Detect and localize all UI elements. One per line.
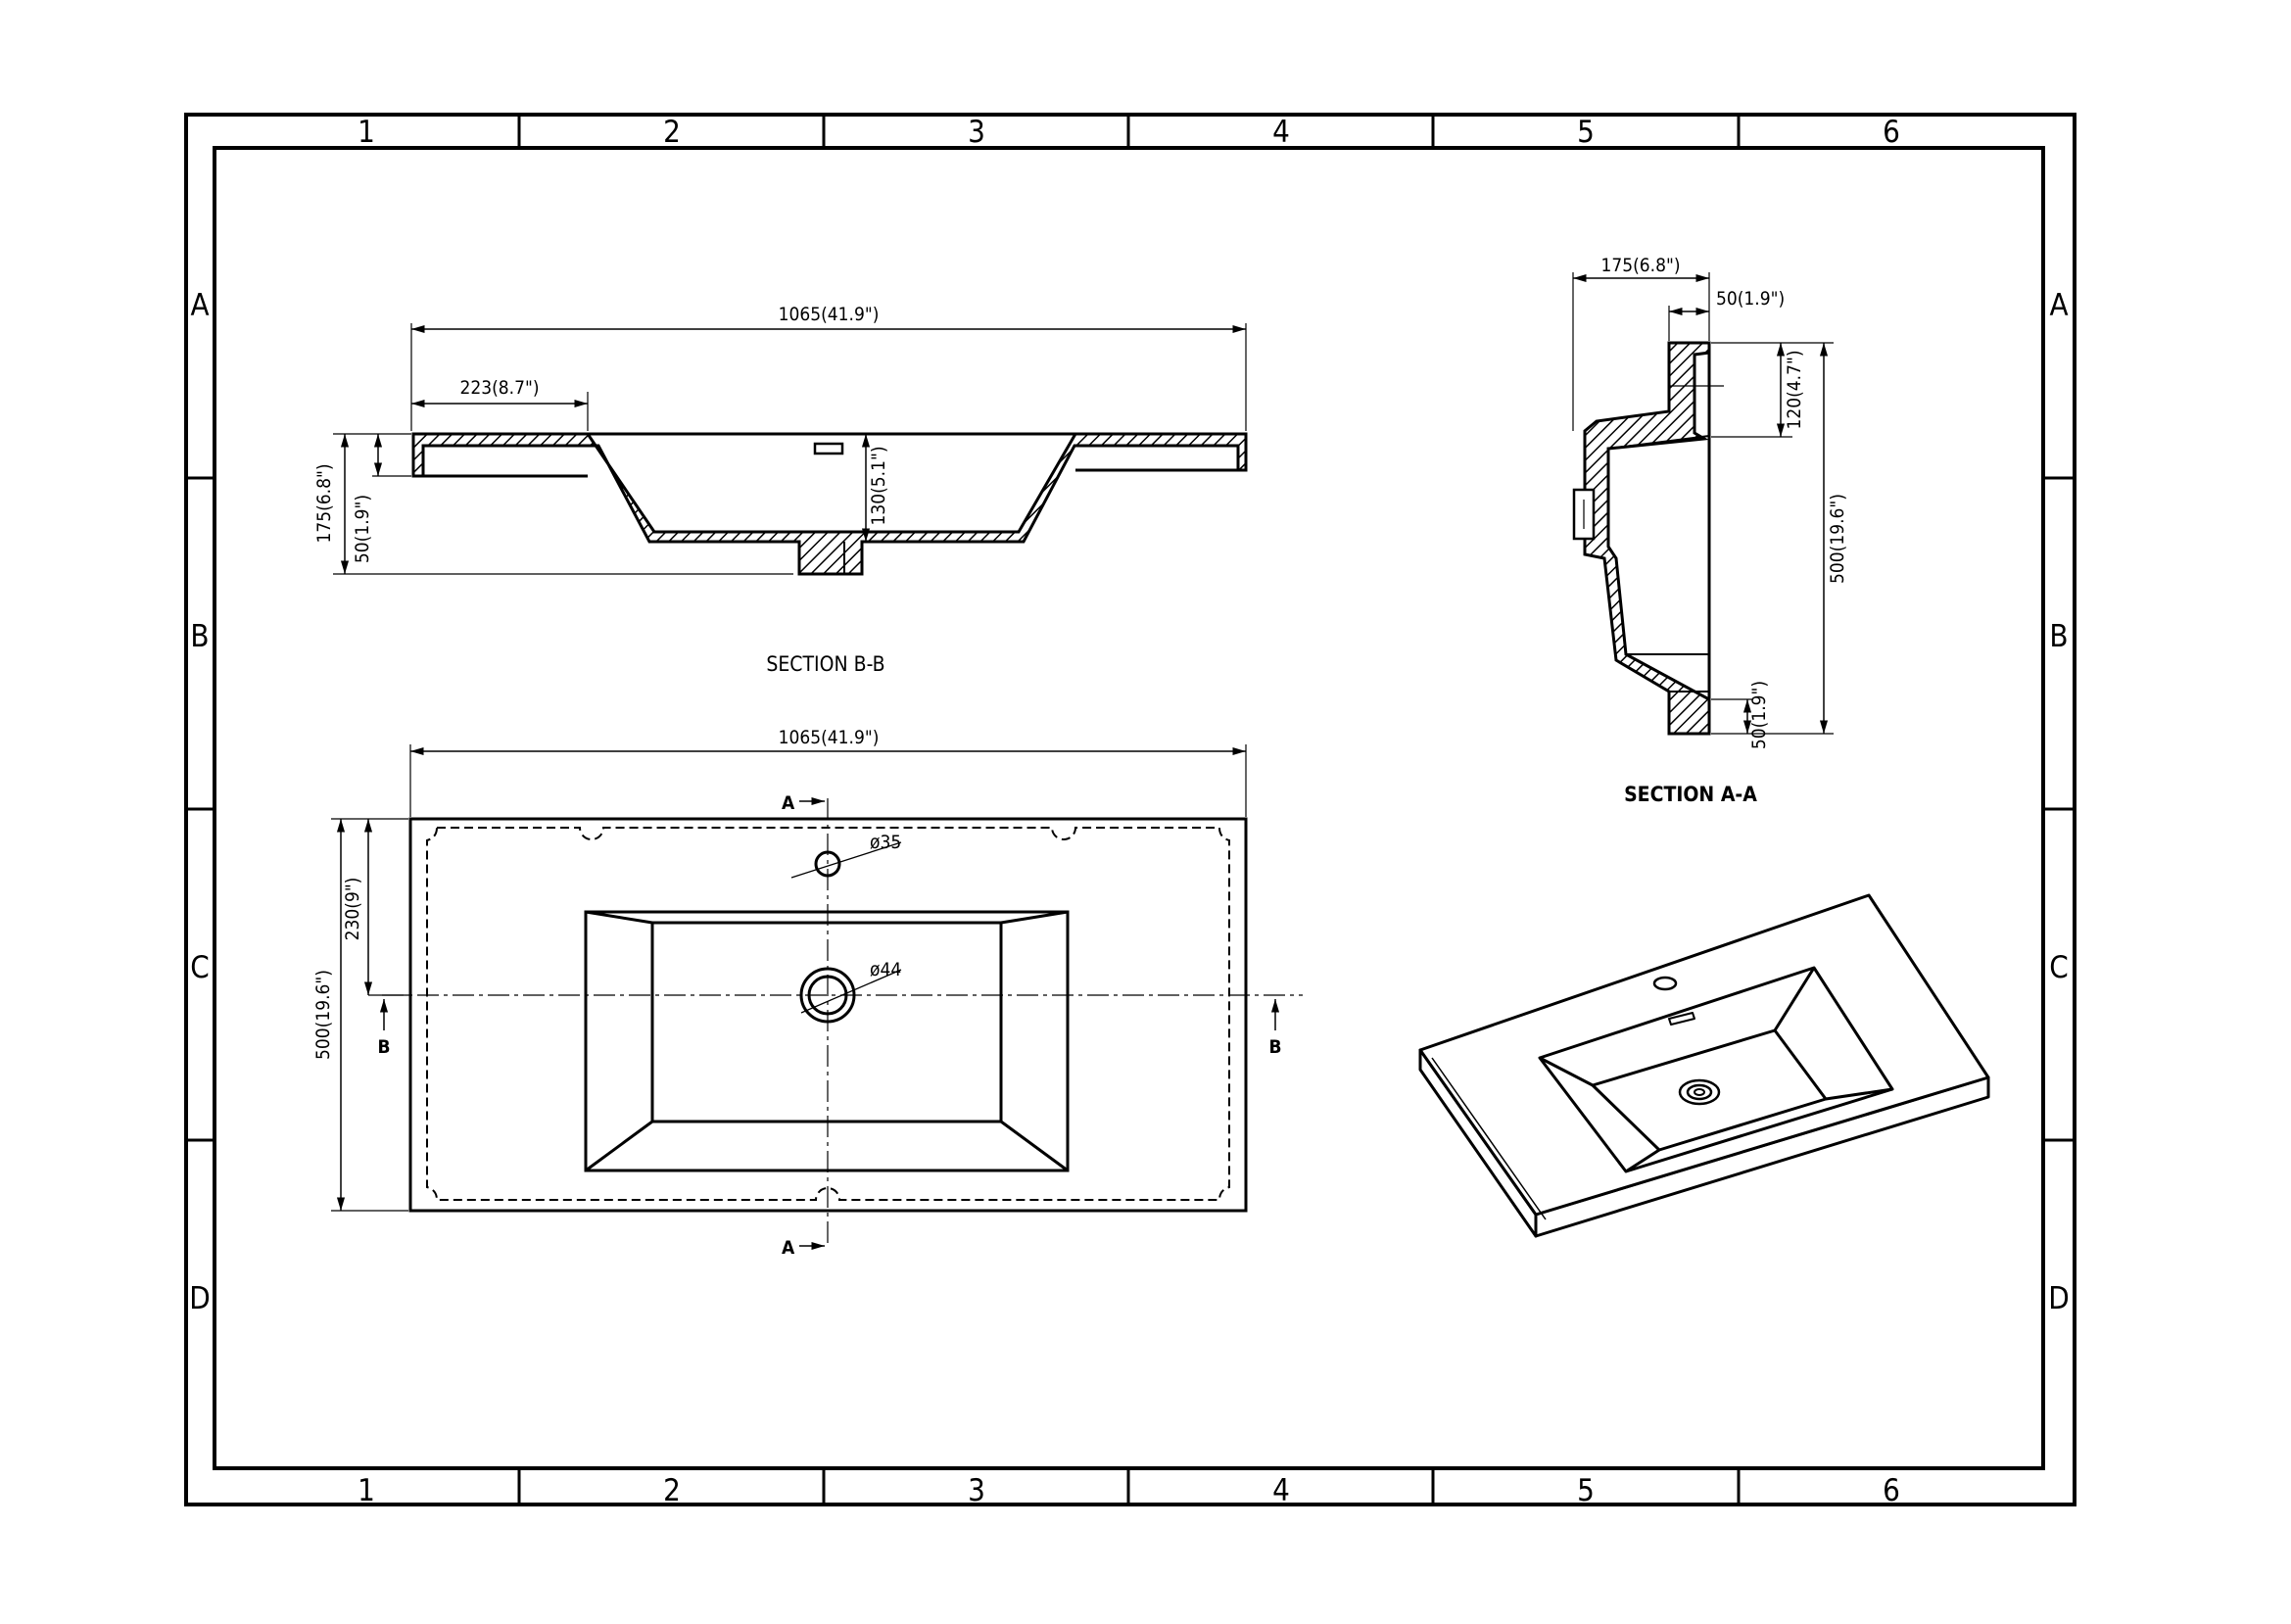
section-bb-view: 1065(41.9") 223(8.7") 175(6.8") 50(1.9")…: [313, 304, 1248, 676]
bb-height-label: 175(6.8"): [313, 464, 335, 544]
grid-row-a: A: [190, 288, 209, 323]
section-bb-body: [411, 432, 1248, 576]
section-marker-a-top: A: [782, 792, 795, 814]
plan-basin-outer: [584, 910, 1070, 1172]
tap-hole-label: ø35: [870, 832, 901, 853]
grid-row-b: B: [190, 619, 209, 654]
section-marker-b-right: B: [1268, 1036, 1281, 1058]
drain-hole-label: ø44: [870, 959, 901, 980]
grid-col-5: 5: [1577, 115, 1595, 150]
isometric-view: [1418, 893, 1990, 1238]
grid-row-d: D: [189, 1281, 210, 1316]
sheet-frame: 1 2 3 4 5 6 1 2 3 4 5 6 A B C D A B C D: [184, 113, 2076, 1508]
plan-depth-label: 500(19.6"): [312, 970, 334, 1060]
section-bb-title: SECTION B-B: [766, 652, 884, 676]
grid-row-b-right: B: [2049, 619, 2068, 654]
section-aa-view: 175(6.8") 50(1.9") 500(19.6") 120(4.7") …: [1572, 255, 1848, 806]
grid-col-1-bottom: 1: [358, 1473, 375, 1508]
grid-col-4-bottom: 4: [1272, 1473, 1290, 1508]
plan-dashed-outline: [426, 827, 1230, 1201]
bb-deck-label: 50(1.9"): [352, 495, 373, 563]
grid-col-6: 6: [1883, 115, 1900, 150]
plan-width-label: 1065(41.9"): [779, 727, 880, 748]
grid-col-5-bottom: 5: [1577, 1473, 1595, 1508]
section-marker-b-left: B: [377, 1036, 390, 1058]
grid-row-c-right: C: [2049, 950, 2068, 985]
grid-col-1: 1: [358, 115, 375, 150]
bb-width-label: 1065(41.9"): [779, 304, 880, 325]
grid-row-a-right: A: [2049, 288, 2068, 323]
grid-row-c: C: [190, 950, 209, 985]
aa-lip-label: 50(1.9"): [1748, 681, 1770, 749]
grid-col-4: 4: [1272, 115, 1290, 150]
plan-view: ø35 ø44 A A B B 1065(41.9") 500(19.6") 2…: [312, 727, 1303, 1259]
aa-deck-label: 50(1.9"): [1716, 288, 1785, 310]
grid-col-3-bottom: 3: [968, 1473, 985, 1508]
grid-col-6-bottom: 6: [1883, 1473, 1900, 1508]
section-aa-body: [1583, 341, 1711, 736]
grid-row-d-right: D: [2048, 1281, 2069, 1316]
aa-upstand-label: 120(4.7"): [1784, 351, 1805, 430]
bb-rim-offset-label: 223(8.7"): [460, 377, 540, 399]
grid-col-2-bottom: 2: [663, 1473, 681, 1508]
grid-col-2: 2: [663, 115, 681, 150]
section-aa-title: SECTION A-A: [1624, 783, 1757, 806]
section-marker-a-bottom: A: [782, 1237, 795, 1259]
bb-depth-label: 130(5.1"): [868, 447, 889, 526]
grid-col-3: 3: [968, 115, 985, 150]
plan-basin-floor: [650, 921, 1003, 1123]
tap-offset-label: 230(9"): [342, 878, 363, 941]
aa-height-label: 175(6.8"): [1601, 255, 1681, 276]
aa-depth-label: 500(19.6"): [1827, 494, 1848, 584]
